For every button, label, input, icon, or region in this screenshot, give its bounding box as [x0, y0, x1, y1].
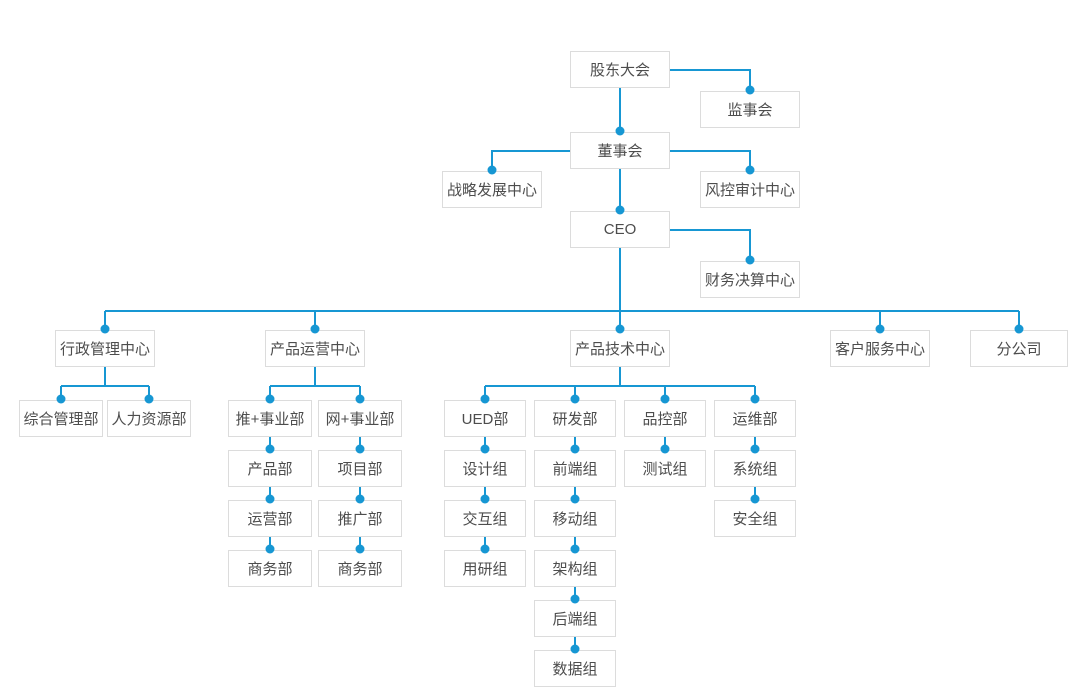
org-node-operations-dept: 运营部 [228, 500, 312, 537]
org-node-product-dept: 产品部 [228, 450, 312, 487]
org-node-data-group: 数据组 [534, 650, 616, 687]
org-node-frontend-group: 前端组 [534, 450, 616, 487]
org-node-testing-group: 测试组 [624, 450, 706, 487]
org-node-admin-center: 行政管理中心 [55, 330, 155, 367]
org-node-promotion-dept: 推广部 [318, 500, 402, 537]
org-node-tech-center: 产品技术中心 [570, 330, 670, 367]
org-node-branch-company: 分公司 [970, 330, 1068, 367]
org-node-mobile-group: 移动组 [534, 500, 616, 537]
org-node-architecture-group: 架构组 [534, 550, 616, 587]
org-node-finance: 财务决算中心 [700, 261, 800, 298]
org-node-ceo: CEO [570, 211, 670, 248]
org-node-interaction-group: 交互组 [444, 500, 526, 537]
org-node-system-group: 系统组 [714, 450, 796, 487]
org-node-risk-audit: 风控审计中心 [700, 171, 800, 208]
org-node-om-dept: 运维部 [714, 400, 796, 437]
org-node-business-dept-tui: 商务部 [228, 550, 312, 587]
org-node-ops-center: 产品运营中心 [265, 330, 365, 367]
org-node-rnd-dept: 研发部 [534, 400, 616, 437]
org-node-backend-group: 后端组 [534, 600, 616, 637]
org-node-general-mgmt: 综合管理部 [19, 400, 103, 437]
org-node-security-group: 安全组 [714, 500, 796, 537]
org-node-wang-division: 网+事业部 [318, 400, 402, 437]
org-node-project-dept: 项目部 [318, 450, 402, 487]
org-node-user-research-group: 用研组 [444, 550, 526, 587]
org-node-strategy: 战略发展中心 [442, 171, 542, 208]
org-node-tui-division: 推+事业部 [228, 400, 312, 437]
org-node-design-group: 设计组 [444, 450, 526, 487]
org-node-qc-dept: 品控部 [624, 400, 706, 437]
org-node-supervisory: 监事会 [700, 91, 800, 128]
org-node-shareholders: 股东大会 [570, 51, 670, 88]
org-node-business-dept-wang: 商务部 [318, 550, 402, 587]
org-node-customer-center: 客户服务中心 [830, 330, 930, 367]
org-node-hr: 人力资源部 [107, 400, 191, 437]
org-node-board: 董事会 [570, 132, 670, 169]
org-node-ued-dept: UED部 [444, 400, 526, 437]
